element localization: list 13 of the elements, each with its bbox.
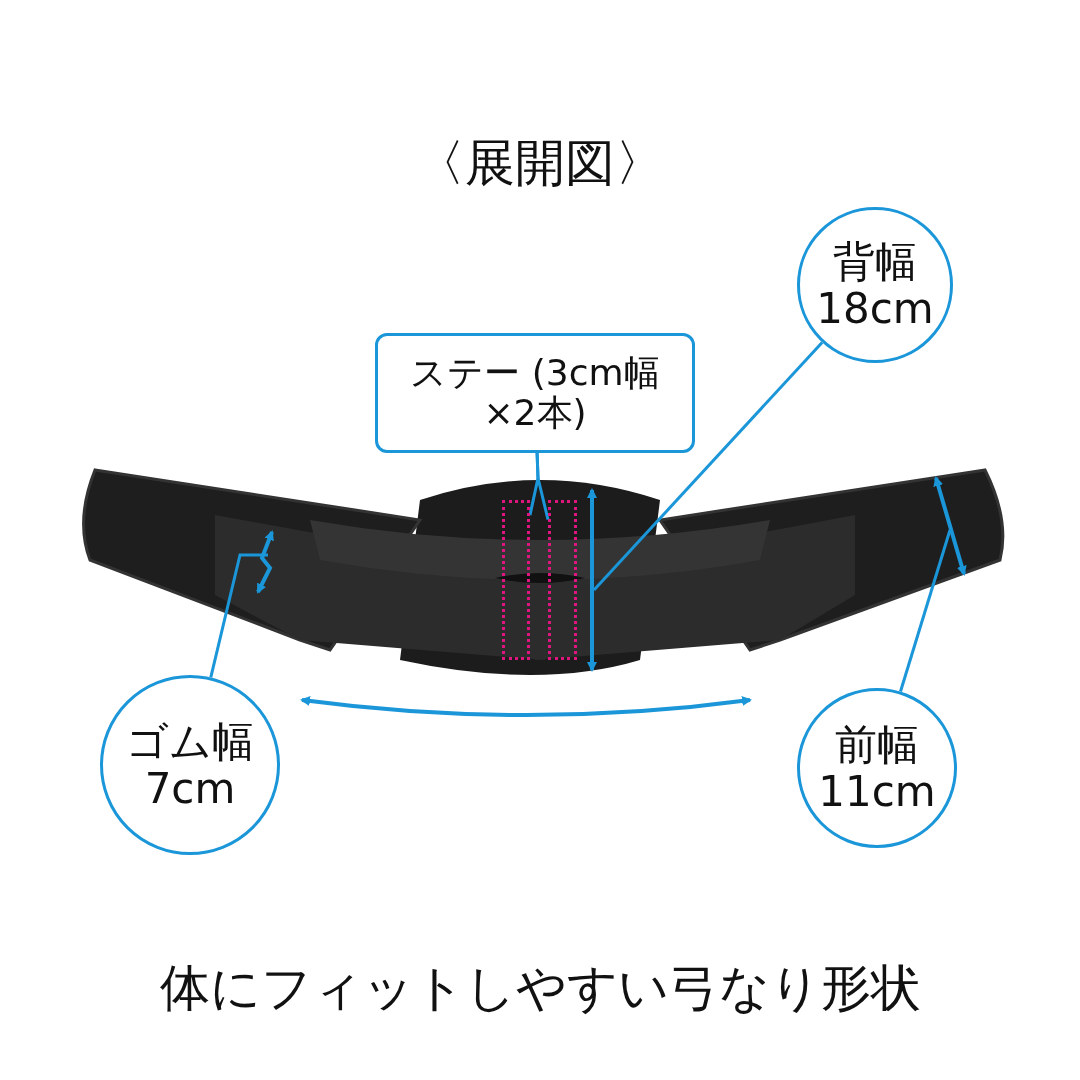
callout-text: 前幅 11cm <box>817 720 937 816</box>
callout-text: 背幅 18cm <box>815 237 935 333</box>
callout-box <box>375 333 695 453</box>
stay-outline <box>502 500 530 660</box>
diagram-caption: 体にフィットしやすい弓なり形状 <box>158 958 922 1019</box>
callout-text: ゴム幅 7cm <box>125 717 255 813</box>
callout-text: ステー (3cm幅×2本) <box>409 352 661 434</box>
diagram-title: 〈展開図〉 <box>414 133 666 194</box>
leader-line <box>592 341 824 591</box>
stay-outline <box>548 500 577 660</box>
leader-line <box>209 553 268 678</box>
leader-line <box>535 452 550 520</box>
leader-line <box>899 529 952 692</box>
